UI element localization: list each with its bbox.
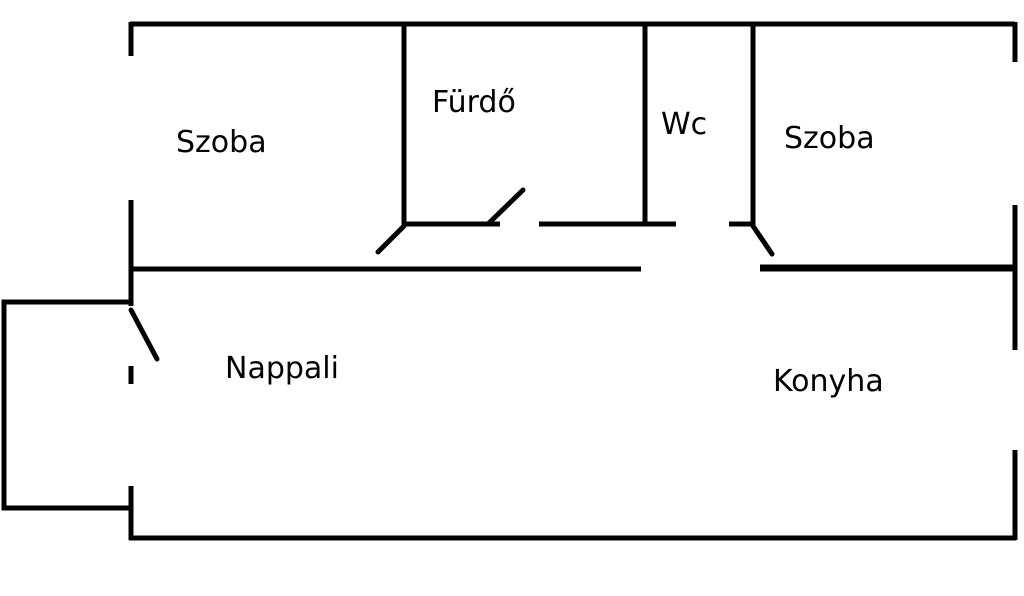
room-label-konyha: Konyha [773,364,884,399]
room-label-szoba-right: Szoba [784,121,875,156]
door-right-room [750,223,775,257]
outer-walls [128,21,1018,541]
room-label-wc: Wc [661,107,707,142]
interior-walls [131,24,1015,272]
balcony-wall [1,299,131,511]
room-labels: Szoba Fürdő Wc Szoba Nappali Konyha [176,85,884,399]
room-label-furdo: Fürdő [432,85,516,120]
door-left-room [375,223,407,255]
room-label-szoba-left: Szoba [176,125,267,160]
door-entrance [128,307,160,362]
balcony-outline [1,299,131,511]
doors [128,187,775,362]
door-bathroom [486,187,526,226]
room-label-nappali: Nappali [225,351,339,386]
